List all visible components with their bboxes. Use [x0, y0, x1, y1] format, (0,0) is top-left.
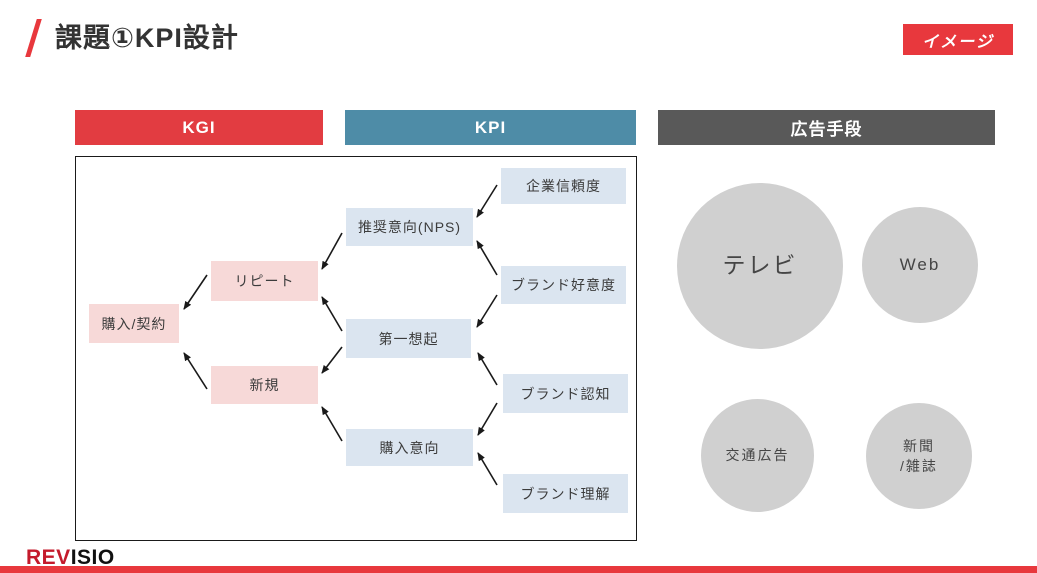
- arrow-repeat-to-kounyu-keiyaku: [183, 274, 208, 310]
- flow-node-kounyu-ikou: 購入意向: [346, 429, 473, 466]
- ad-circle-label: 新聞: [903, 437, 935, 454]
- arrow-shinki-to-kounyu-keiyaku: [183, 352, 208, 390]
- column-header-ad-methods: 広告手段: [658, 110, 995, 145]
- flow-node-brand-ninchi: ブランド認知: [503, 374, 628, 413]
- flow-node-kounyu-keiyaku: 購入/契約: [89, 304, 179, 343]
- flow-node-nps: 推奨意向(NPS): [346, 208, 473, 246]
- ad-circle-transit: 交通広告: [701, 399, 814, 512]
- arrow-daiichi-souki-to-shinki: [321, 346, 343, 374]
- logo-black-part: ISIO: [70, 546, 115, 569]
- ad-circle-label: Web: [899, 254, 941, 274]
- flow-node-brand-rikai: ブランド理解: [503, 474, 628, 513]
- arrow-daiichi-souki-to-repeat: [321, 296, 343, 332]
- ad-circle-tv: テレビ: [677, 183, 843, 349]
- arrow-nps-to-repeat: [321, 232, 343, 270]
- arrow-brand-kouido-to-nps: [476, 240, 498, 276]
- title-slash-decoration: [25, 19, 42, 57]
- flow-node-kigyou-shinraido: 企業信頼度: [501, 168, 626, 204]
- flow-node-brand-kouido: ブランド好意度: [501, 266, 626, 304]
- ad-circle-newspaper-magazine: 新聞/雑誌: [866, 403, 972, 509]
- arrow-brand-rikai-to-kounyu-ikou: [477, 452, 498, 486]
- flow-node-repeat: リピート: [211, 261, 318, 301]
- revisio-logo: REVISIO: [26, 546, 115, 570]
- arrow-kigyou-shinraido-to-nps: [476, 184, 498, 218]
- arrow-brand-ninchi-to-kounyu-ikou: [477, 402, 498, 436]
- image-badge: イメージ: [903, 24, 1013, 55]
- flow-arrows-layer: [183, 184, 498, 486]
- ad-circle-web: Web: [862, 207, 978, 323]
- column-header-kpi: KPI: [345, 110, 636, 145]
- ad-circle-label: /雑誌: [900, 458, 938, 474]
- arrow-brand-ninchi-to-daiichi-souki: [477, 352, 498, 386]
- column-header-kgi: KGI: [75, 110, 323, 145]
- ad-circle-label: テレビ: [722, 252, 798, 279]
- arrow-kounyu-ikou-to-shinki: [321, 406, 343, 442]
- flow-node-shinki: 新規: [211, 366, 318, 404]
- flow-node-daiichi-souki: 第一想起: [346, 319, 471, 358]
- page-title: 課題①KPI設計: [55, 23, 239, 53]
- logo-red-part: REV: [26, 546, 71, 569]
- footer-accent-bar: [0, 566, 1037, 573]
- ad-circle-label: 交通広告: [725, 447, 790, 464]
- flow-frame: 購入/契約リピート新規 推奨意向(NPS) 第一想起購入意向 企業信頼度ブランド好意度…: [75, 156, 637, 541]
- arrow-brand-kouido-to-daiichi-souki: [476, 294, 498, 328]
